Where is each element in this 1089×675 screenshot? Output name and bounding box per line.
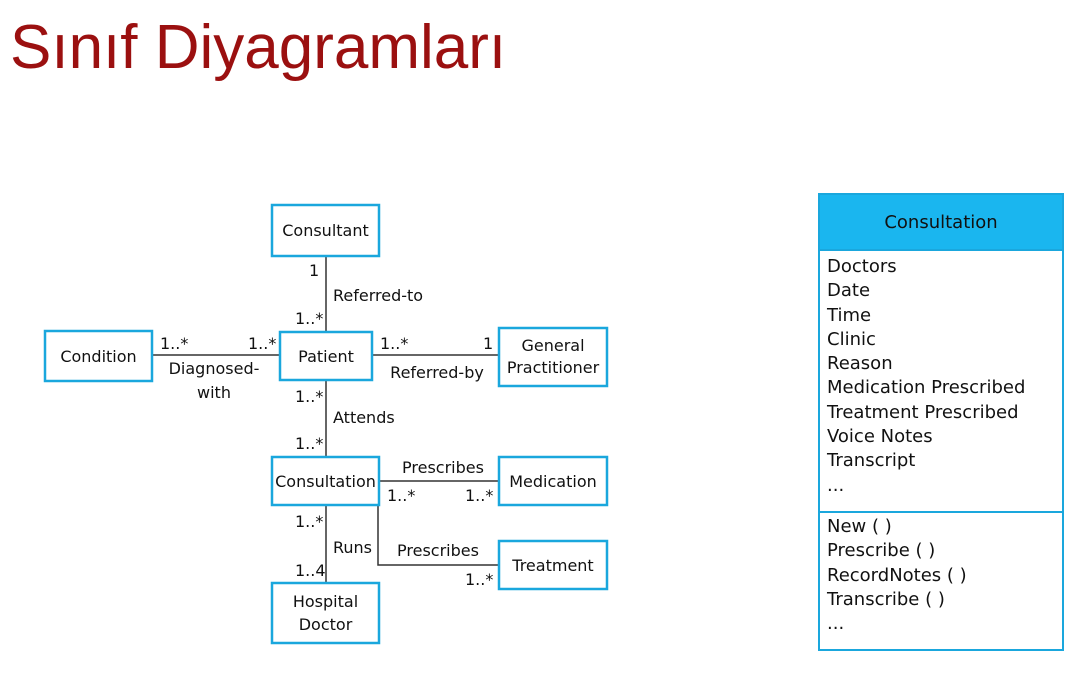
- assoc-prescribes-treatment: Prescribes: [397, 541, 479, 560]
- uml-operation: New ( ): [827, 516, 892, 537]
- uml-operation: RecordNotes ( ): [827, 564, 967, 586]
- uml-attribute: Voice Notes: [827, 426, 933, 448]
- uml-attribute: Treatment Prescribed: [827, 401, 1019, 423]
- assoc-prescribes-medication: Prescribes: [402, 458, 484, 477]
- assoc-diagnosed-line2: with: [197, 383, 231, 402]
- slide-title: Sınıf Diyagramları: [10, 13, 507, 82]
- hospital-label-line2: Doctor: [299, 615, 353, 634]
- class-box-consultant: Consultant: [270, 203, 381, 258]
- class-box-hospital-doctor: Hospital Doctor: [270, 581, 381, 645]
- mult-consultation-runs: 1..*: [295, 512, 323, 531]
- assoc-referred-by: Referred-by: [390, 363, 484, 382]
- mult-patient-gp-side: 1..*: [380, 334, 408, 353]
- uml-attribute: Transcript: [827, 450, 916, 472]
- medication-label: Medication: [509, 472, 597, 491]
- mult-condition-side: 1..*: [160, 334, 188, 353]
- assoc-referred-to: Referred-to: [333, 286, 423, 305]
- uml-attribute: Date: [827, 280, 871, 302]
- hospital-label-line1: Hospital: [293, 592, 358, 611]
- mult-consultation-attends: 1..*: [295, 434, 323, 453]
- uml-operations: New ( ) Prescribe ( ) RecordNotes ( ) Tr…: [820, 513, 1062, 636]
- uml-class-name: Consultation: [820, 195, 1062, 251]
- uml-operation: ...: [827, 613, 845, 635]
- gp-label-line2: Practitioner: [507, 358, 600, 377]
- mult-consultant-bottom: 1..*: [295, 309, 323, 328]
- uml-attribute: Medication Prescribed: [827, 377, 1026, 399]
- condition-label: Condition: [60, 347, 136, 366]
- class-box-patient: Patient: [278, 330, 374, 382]
- mult-consultation-medication: 1..*: [387, 486, 415, 505]
- mult-patient-condition-side: 1..*: [248, 334, 276, 353]
- mult-patient-attends: 1..*: [295, 387, 323, 406]
- mult-medication-side: 1..*: [465, 486, 493, 505]
- uml-attribute: Clinic: [827, 328, 876, 350]
- link-consultation-treatment: [377, 505, 499, 566]
- uml-attribute: Doctors: [827, 256, 897, 277]
- class-box-condition: Condition: [43, 329, 154, 383]
- mult-consultant-top: 1: [309, 261, 319, 280]
- treatment-label: Treatment: [511, 556, 593, 575]
- uml-attributes: Doctors Date Time Clinic Reason Medicati…: [820, 251, 1062, 513]
- consultation-label: Consultation: [275, 472, 376, 491]
- uml-attribute: ...: [827, 474, 845, 496]
- uml-operation: Transcribe ( ): [827, 588, 945, 610]
- assoc-runs: Runs: [333, 538, 372, 557]
- class-box-general-practitioner: General Practitioner: [497, 326, 609, 388]
- mult-gp-side: 1: [483, 334, 493, 353]
- patient-label: Patient: [298, 347, 354, 366]
- uml-operation: Prescribe ( ): [827, 540, 936, 562]
- mult-treatment-side: 1..*: [465, 570, 493, 589]
- consultant-label: Consultant: [282, 221, 369, 240]
- gp-label-line1: General: [521, 336, 584, 355]
- assoc-attends: Attends: [333, 408, 395, 427]
- class-box-consultation: Consultation: [270, 455, 381, 507]
- uml-class-consultation: Consultation Doctors Date Time Clinic Re…: [818, 193, 1064, 651]
- class-box-medication: Medication: [497, 455, 609, 507]
- uml-attribute: Time: [827, 304, 872, 326]
- uml-attribute: Reason: [827, 353, 893, 375]
- class-box-treatment: Treatment: [497, 539, 609, 591]
- mult-hospital-runs: 1..4: [295, 561, 326, 580]
- assoc-diagnosed-line1: Diagnosed-: [169, 359, 260, 378]
